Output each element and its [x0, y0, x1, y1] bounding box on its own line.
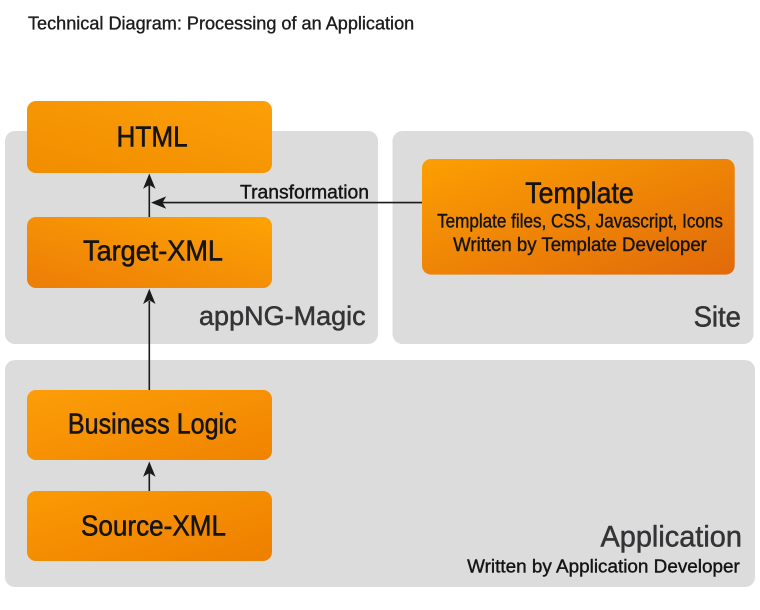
svg-text:Written by Application Develop: Written by Application Developer	[467, 556, 740, 577]
svg-text:Template files, CSS, Javascrip: Template files, CSS, Javascript, Icons	[437, 211, 723, 232]
svg-text:Application: Application	[600, 520, 741, 554]
svg-text:HTML: HTML	[117, 121, 188, 153]
svg-text:Business Logic: Business Logic	[68, 408, 237, 440]
svg-text:Technical Diagram: Processing: Technical Diagram: Processing of an Appl…	[28, 13, 414, 33]
svg-text:Transformation: Transformation	[240, 181, 369, 203]
svg-text:Template: Template	[525, 177, 634, 209]
svg-text:appNG-Magic: appNG-Magic	[199, 301, 366, 331]
svg-text:Site: Site	[694, 300, 741, 333]
svg-text:Source-XML: Source-XML	[81, 510, 226, 542]
svg-text:Written by Template Developer: Written by Template Developer	[453, 234, 707, 255]
svg-text:Target-XML: Target-XML	[83, 235, 223, 267]
